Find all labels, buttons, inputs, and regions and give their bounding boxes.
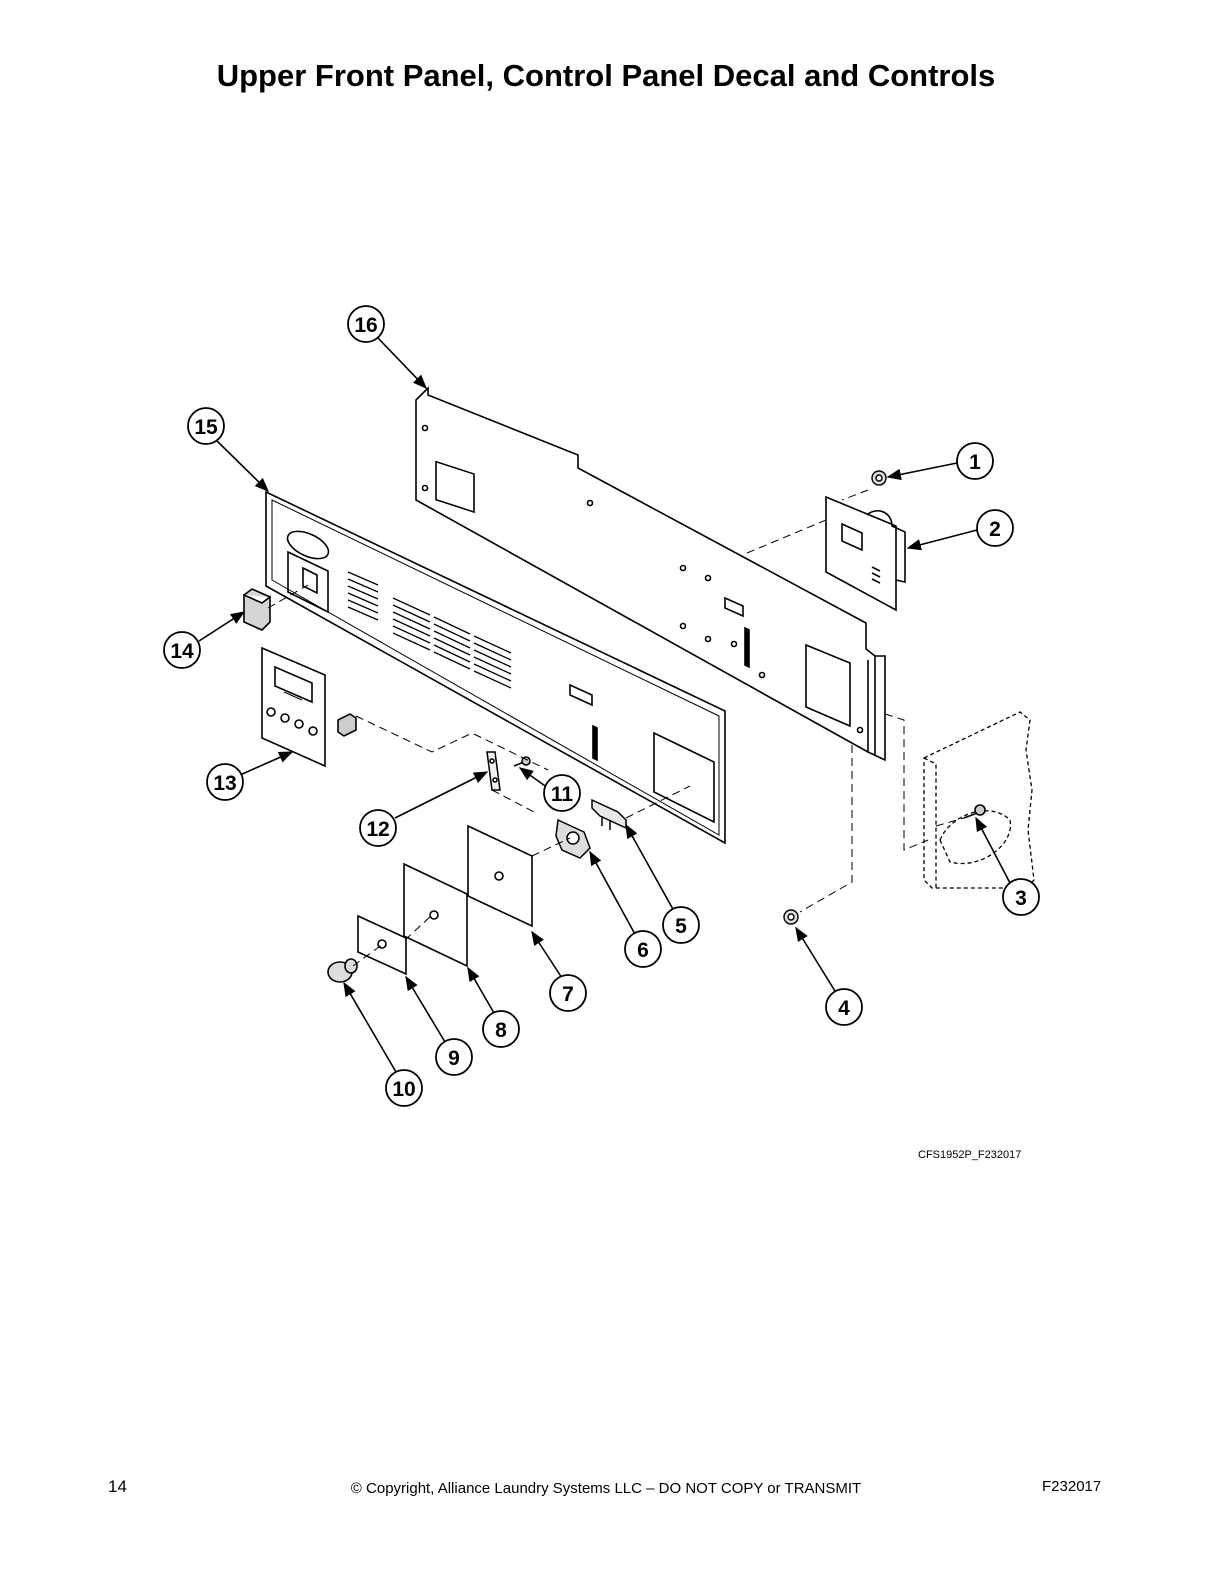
plate-part-8 (403, 862, 468, 968)
svg-text:3: 3 (1015, 887, 1027, 910)
callout-8: 8 (482, 1010, 520, 1048)
display-module-part-13 (261, 646, 357, 768)
svg-text:11: 11 (551, 783, 574, 806)
callout-16: 16 (347, 305, 385, 343)
svg-text:12: 12 (366, 818, 389, 841)
nut-part-1 (871, 470, 887, 486)
svg-text:13: 13 (213, 772, 236, 795)
callout-3: 3 (1002, 878, 1040, 916)
nut-part-4 (783, 909, 799, 925)
screw-part-3 (963, 804, 986, 819)
callout-11: 11 (543, 774, 581, 812)
svg-text:10: 10 (392, 1078, 415, 1101)
callout-4: 4 (825, 988, 863, 1026)
svg-text:15: 15 (194, 416, 218, 439)
callout-12: 12 (359, 809, 397, 847)
assembly-lines (267, 489, 965, 967)
switch-part-5 (591, 798, 627, 830)
rocker-switch-part-14 (243, 588, 271, 631)
knob-part-10 (327, 958, 358, 983)
page-title: Upper Front Panel, Control Panel Decal a… (216, 58, 996, 93)
control-board (825, 495, 906, 612)
callout-1: 1 (956, 442, 994, 480)
callout-15: 15 (187, 407, 225, 445)
svg-text:1: 1 (969, 451, 981, 474)
document-code: F232017 (1042, 1478, 1102, 1495)
callout-13: 13 (206, 763, 244, 801)
callout-14: 14 (163, 631, 201, 669)
svg-text:9: 9 (448, 1047, 460, 1070)
plate-part-7 (467, 824, 533, 928)
svg-text:8: 8 (495, 1019, 507, 1042)
svg-text:14: 14 (170, 640, 194, 663)
svg-text:16: 16 (354, 314, 377, 337)
callout-7: 7 (549, 974, 587, 1012)
svg-text:7: 7 (562, 983, 574, 1006)
control-panel-decal (265, 490, 726, 845)
leader-lines (198, 337, 1011, 1073)
cabinet-section (923, 711, 1035, 889)
upper-front-panel (415, 386, 886, 762)
svg-text:2: 2 (989, 518, 1001, 541)
callout-10: 10 (385, 1069, 423, 1107)
callout-5: 5 (662, 906, 700, 944)
screw-part-11 (513, 756, 531, 767)
bracket-part-12 (486, 751, 501, 791)
svg-text:5: 5 (675, 915, 687, 938)
page-number: 14 (108, 1477, 127, 1496)
callout-2: 2 (976, 509, 1014, 547)
lock-part-6 (555, 818, 591, 859)
svg-text:4: 4 (838, 997, 850, 1020)
callout-9: 9 (435, 1038, 473, 1076)
svg-text:6: 6 (637, 939, 649, 962)
figure-code: CFS1952P_F232017 (918, 1149, 1022, 1161)
callouts: 1 2 3 4 5 6 7 8 9 10 11 12 13 14 15 16 (163, 305, 1040, 1107)
plate-part-9 (357, 914, 407, 976)
callout-6: 6 (624, 930, 662, 968)
copyright-notice: © Copyright, Alliance Laundry Systems LL… (350, 1480, 862, 1497)
